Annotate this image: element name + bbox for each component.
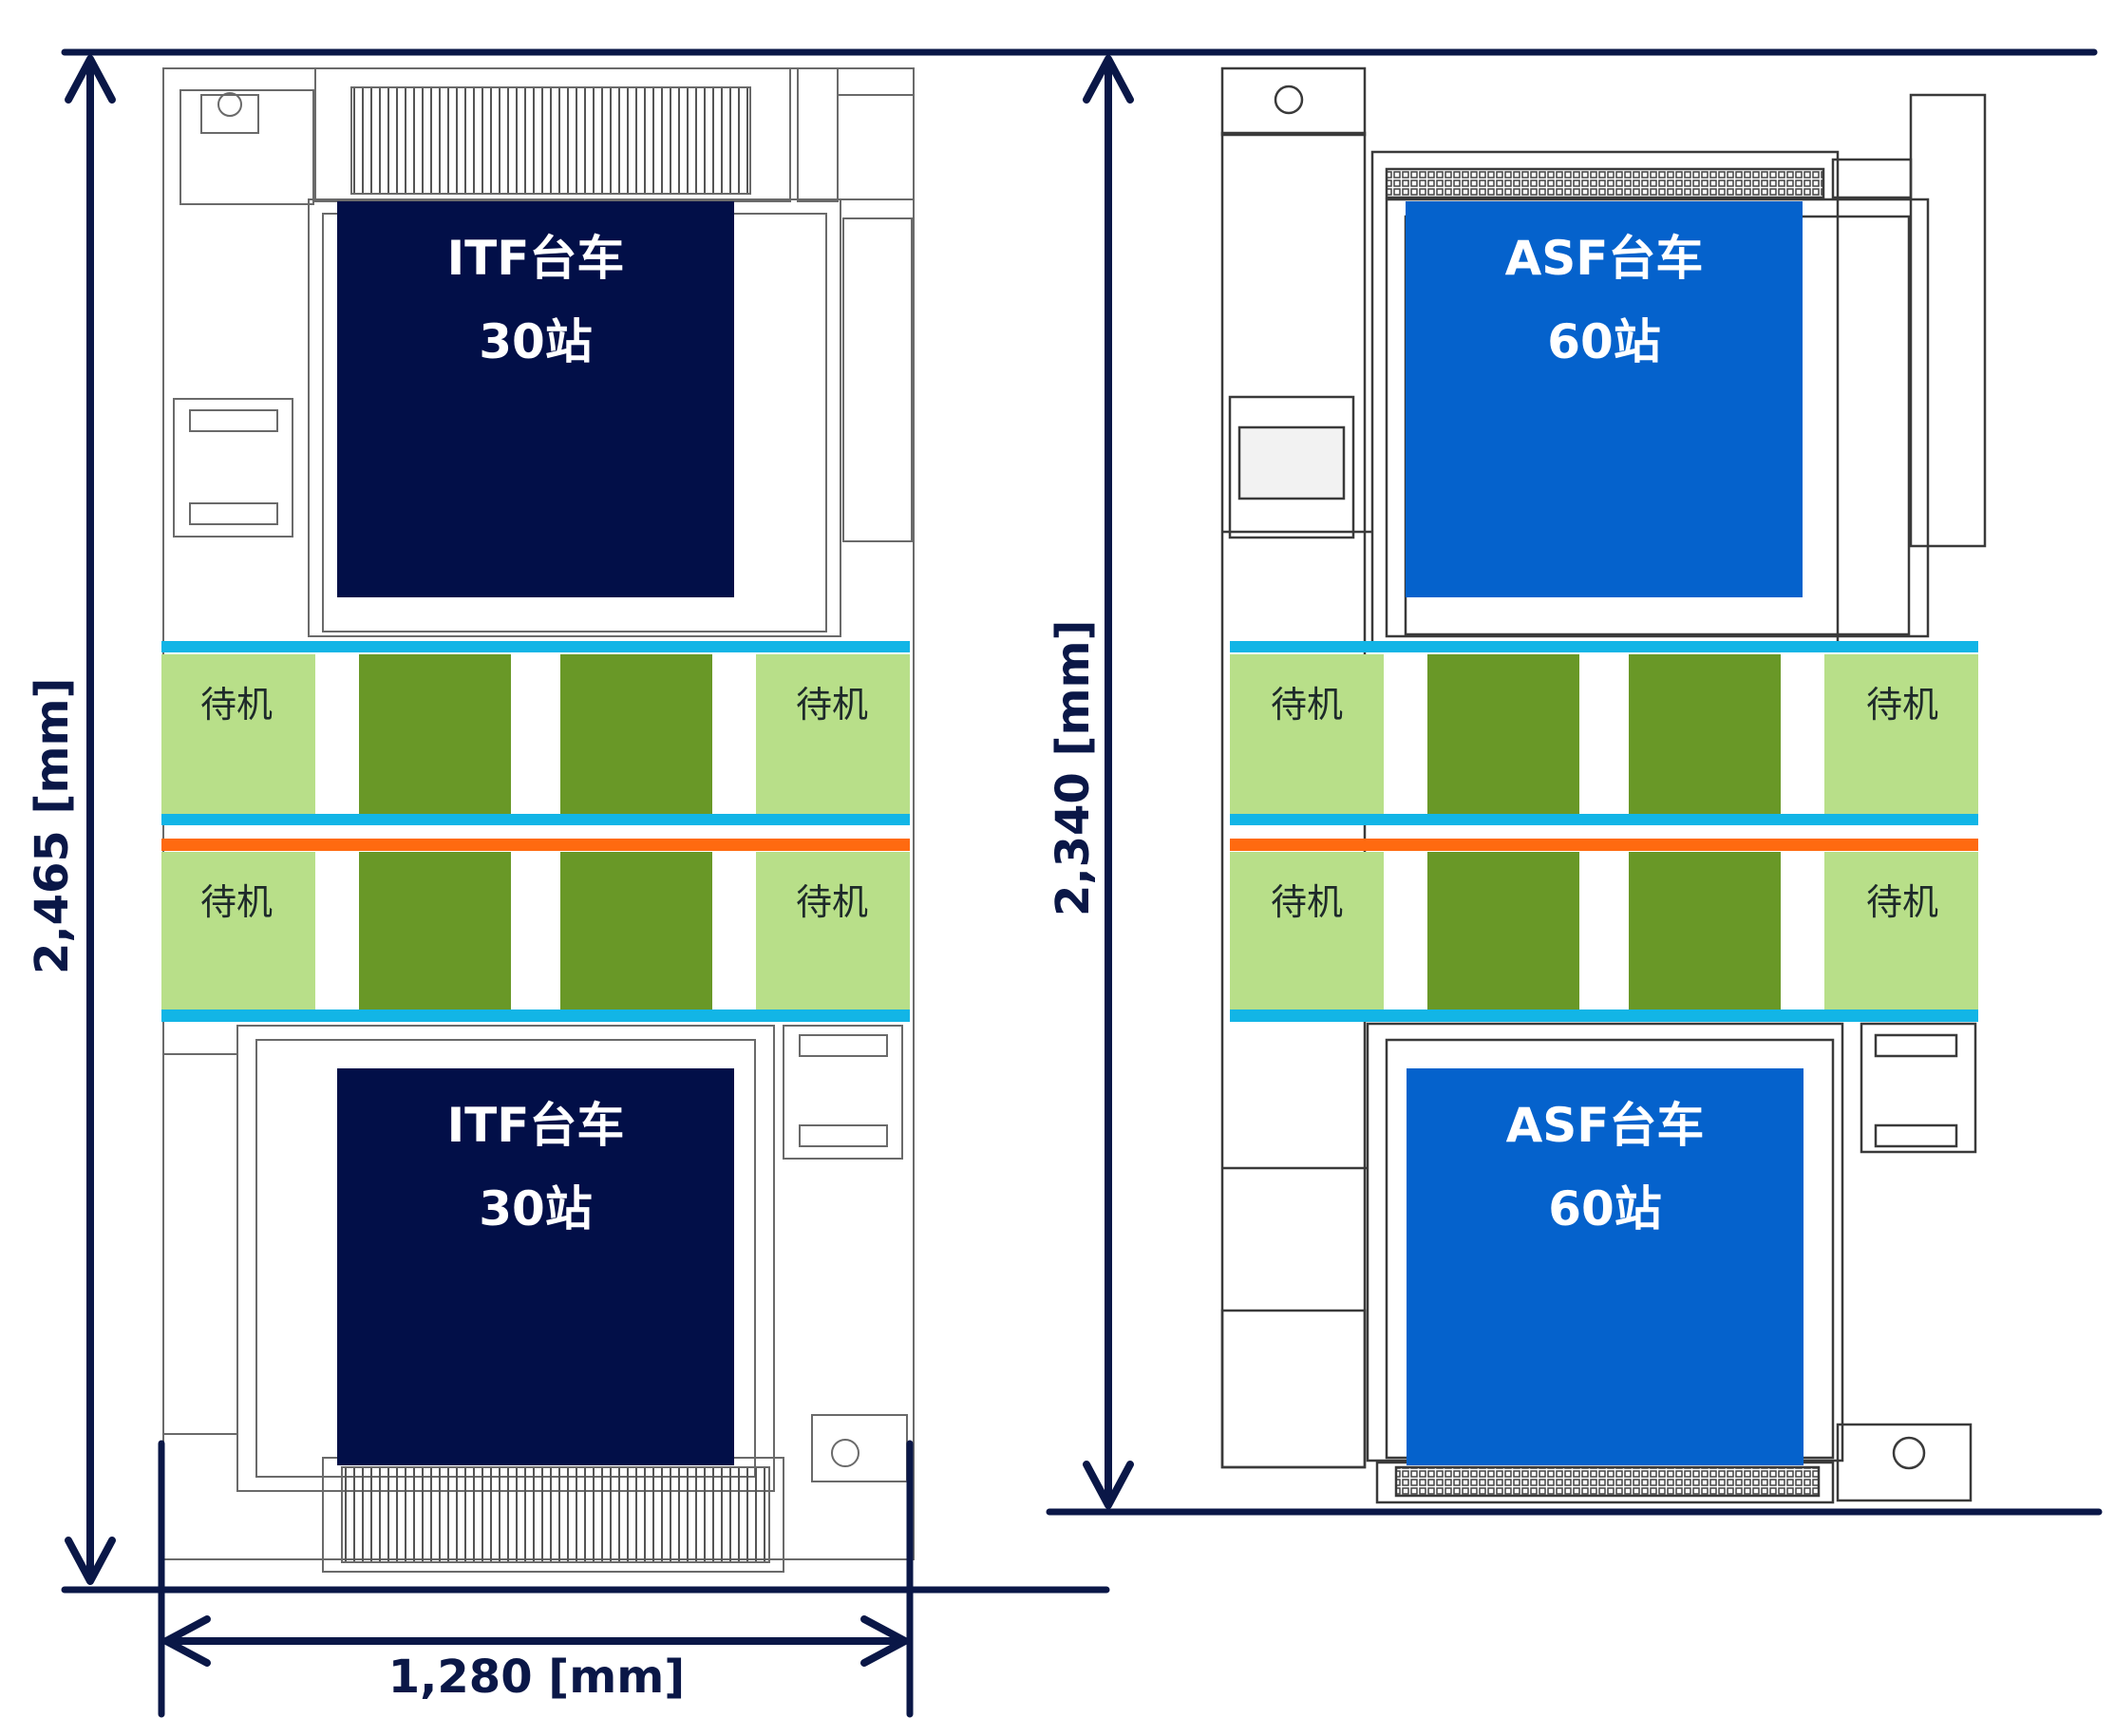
left-orange-rail: [161, 839, 910, 851]
standby-label: 待机: [796, 684, 869, 726]
left-height-dimension: 2,465 [mm]: [26, 677, 79, 974]
asf-top-cart-stations: 60站: [1547, 314, 1661, 369]
itf-bottom-cart-name: ITF台车: [446, 1098, 625, 1153]
asf-bottom-cart-name: ASF台车: [1505, 1098, 1705, 1153]
standby-label: 待机: [200, 684, 274, 726]
right-lower-station-band: [1230, 852, 1978, 1022]
width-dimension: 1,280 [mm]: [387, 1651, 686, 1704]
itf-bottom-cart-stations: 30站: [479, 1181, 593, 1236]
asf-bottom-cart-stations: 60站: [1548, 1181, 1662, 1236]
asf-bottom-cart-block: [1407, 1068, 1803, 1465]
standby-label: 待机: [796, 881, 869, 923]
standby-label: 待机: [1271, 684, 1344, 726]
itf-top-cart-block: [337, 201, 734, 597]
standby-label: 待机: [1866, 881, 1939, 923]
left-lower-station-band: [161, 852, 910, 1022]
itf-top-cart: ITF台车 30站: [337, 201, 734, 597]
itf-top-cart-name: ITF台车: [446, 231, 625, 286]
standby-label: 待机: [200, 881, 274, 923]
left-upper-station-band: [161, 641, 910, 825]
standby-label: 待机: [1866, 684, 1939, 726]
double-arrow-icon: [162, 1615, 909, 1667]
asf-bottom-cart: ASF台车 60站: [1407, 1068, 1803, 1465]
asf-top-cart-name: ASF台车: [1504, 231, 1704, 286]
asf-top-cart-block: [1406, 201, 1803, 597]
asf-top-cart: ASF台车 60站: [1406, 201, 1803, 597]
standby-label: 待机: [1271, 881, 1344, 923]
itf-bottom-cart: ITF台车 30站: [337, 1068, 734, 1465]
right-height-dimension: 2,340 [mm]: [1047, 619, 1100, 916]
right-upper-station-band: [1230, 641, 1978, 825]
double-arrow-icon: [65, 55, 116, 1585]
left-machine-outline: [162, 67, 915, 1573]
itf-bottom-cart-block: [337, 1068, 734, 1465]
dimension-lines: [61, 48, 2103, 1718]
itf-top-cart-stations: 30站: [479, 314, 593, 369]
double-arrow-icon: [1083, 55, 1134, 1509]
right-orange-rail: [1230, 839, 1978, 851]
